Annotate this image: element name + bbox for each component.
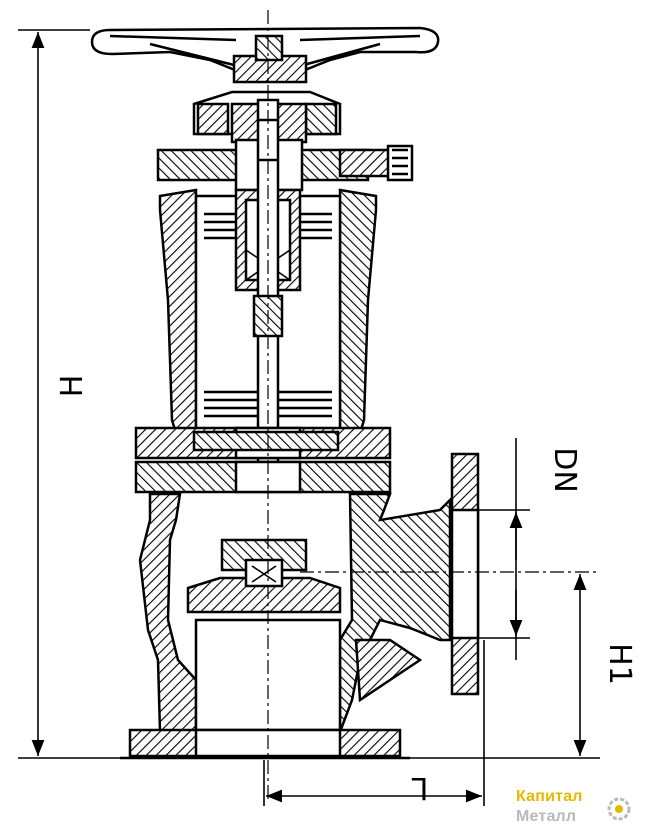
valve-body (120, 452, 480, 760)
dimension-dn (478, 438, 530, 660)
handwheel (90, 26, 440, 84)
valve-disc (186, 538, 342, 614)
watermark-line2: Металл (516, 808, 577, 825)
dimension-h1 (400, 574, 600, 759)
gland-plate (156, 138, 414, 192)
dimension-h (18, 29, 130, 759)
dimension-l-label: L (411, 770, 428, 805)
center-lines (267, 10, 596, 800)
body-top-flange (134, 426, 392, 494)
dimension-dn-label: DN (547, 447, 582, 493)
gear-icon (607, 797, 631, 821)
dimension-h1-label: H1 (602, 643, 637, 685)
watermark-line1: Капитал (516, 788, 583, 805)
watermark-logo: Капитал Металл (516, 788, 634, 830)
dimension-l (263, 640, 485, 806)
dimension-h-label: H (55, 375, 90, 398)
